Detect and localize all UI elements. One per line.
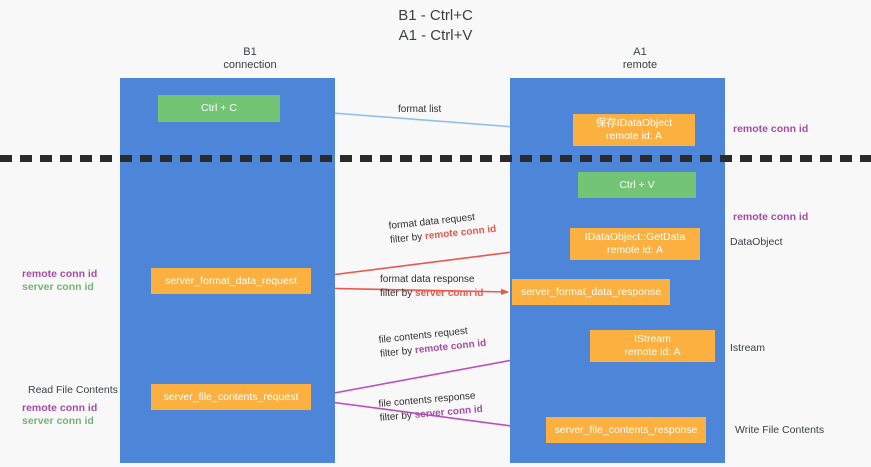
node-istream-label: IStream	[634, 333, 671, 345]
column-header-b1-title: B1	[243, 46, 257, 58]
node-server-format-data-request-label: server_format_data_request	[165, 274, 297, 287]
column-header-a1-title: A1	[633, 46, 647, 58]
node-istream[interactable]: IStream remote id: A	[590, 330, 715, 362]
column-header-a1: A1 remote	[545, 46, 735, 72]
annotation-remote-conn-id-left-1: remote conn id	[22, 268, 98, 280]
node-idataobject-getdata-label: IDataObject::GetData	[584, 231, 686, 243]
node-save-idataobject-label: 保存IDataObject	[595, 117, 673, 129]
node-server-format-data-response-label: server_format_data_response	[520, 285, 662, 298]
edge-label-format-list-text: format list	[398, 104, 442, 115]
annotation-istream: Istream	[730, 342, 766, 354]
column-header-a1-subtitle: remote	[622, 59, 658, 71]
node-server-file-contents-response[interactable]: server_file_contents_response	[546, 417, 706, 443]
node-save-idataobject[interactable]: 保存IDataObject remote id: A	[573, 114, 695, 146]
node-server-format-data-request[interactable]: server_format_data_request	[151, 268, 311, 294]
edge-label-format-list: format list	[398, 103, 441, 117]
annotation-left-conn-ids-bottom: remote conn id server conn id	[22, 402, 97, 428]
node-save-idataobject-sublabel: remote id: A	[605, 130, 663, 142]
annotation-server-conn-id-left-1: server conn id	[22, 281, 94, 293]
arrow-file-contents-response	[314, 399, 543, 433]
annotation-dataobject: DataObject	[730, 236, 783, 248]
column-header-b1-subtitle: connection	[223, 59, 277, 71]
annotation-remote-conn-id-left-2: remote conn id	[22, 402, 98, 414]
annotation-remote-conn-id-top: remote conn id	[733, 123, 809, 135]
diagram-title: B1 - Ctrl+C A1 - Ctrl+V	[0, 6, 871, 46]
annotation-write-file-contents: Write File Contents	[735, 424, 825, 436]
phase-separator-dashed-line	[0, 155, 871, 162]
node-idataobject-getdata[interactable]: IDataObject::GetData remote id: A	[570, 228, 700, 260]
filter-key-server-conn-id: server conn id	[415, 288, 484, 299]
title-line-2: A1 - Ctrl+V	[398, 27, 473, 44]
node-server-file-contents-request-label: server_file_contents_request	[163, 390, 299, 403]
node-server-file-contents-request[interactable]: server_file_contents_request	[151, 384, 311, 410]
filter-prefix: filter by	[379, 345, 416, 360]
edge-label-format-data-response-text: format data response	[380, 274, 475, 285]
annotation-left-conn-ids-top: remote conn id server conn id	[22, 268, 97, 294]
edge-label-format-data-response: format data response filter by server co…	[380, 273, 483, 301]
node-server-format-data-response[interactable]: server_format_data_response	[512, 279, 670, 305]
node-ctrl-c[interactable]: Ctrl + C	[158, 95, 280, 122]
edge-label-format-data-response-filter: filter by server conn id	[380, 287, 483, 301]
annotation-remote-conn-id-mid: remote conn id	[733, 211, 809, 223]
annotation-server-conn-id-left-2: server conn id	[22, 415, 94, 427]
filter-prefix: filter by	[380, 288, 416, 299]
filter-prefix: filter by	[389, 231, 426, 246]
annotation-read-file-contents: Read File Contents	[28, 384, 118, 396]
node-idataobject-getdata-sublabel: remote id: A	[606, 244, 664, 256]
node-istream-sublabel: remote id: A	[624, 346, 681, 358]
arrow-format-data-response	[312, 287, 509, 296]
node-ctrl-v-label: Ctrl + V	[619, 178, 655, 191]
node-ctrl-c-label: Ctrl + C	[201, 102, 237, 114]
node-server-file-contents-response-label: server_file_contents_response	[554, 423, 698, 436]
filter-prefix: filter by	[379, 409, 416, 424]
node-ctrl-v[interactable]: Ctrl + V	[578, 172, 696, 198]
column-header-b1: B1 connection	[155, 46, 345, 72]
title-line-1: B1 - Ctrl+C	[398, 7, 473, 24]
